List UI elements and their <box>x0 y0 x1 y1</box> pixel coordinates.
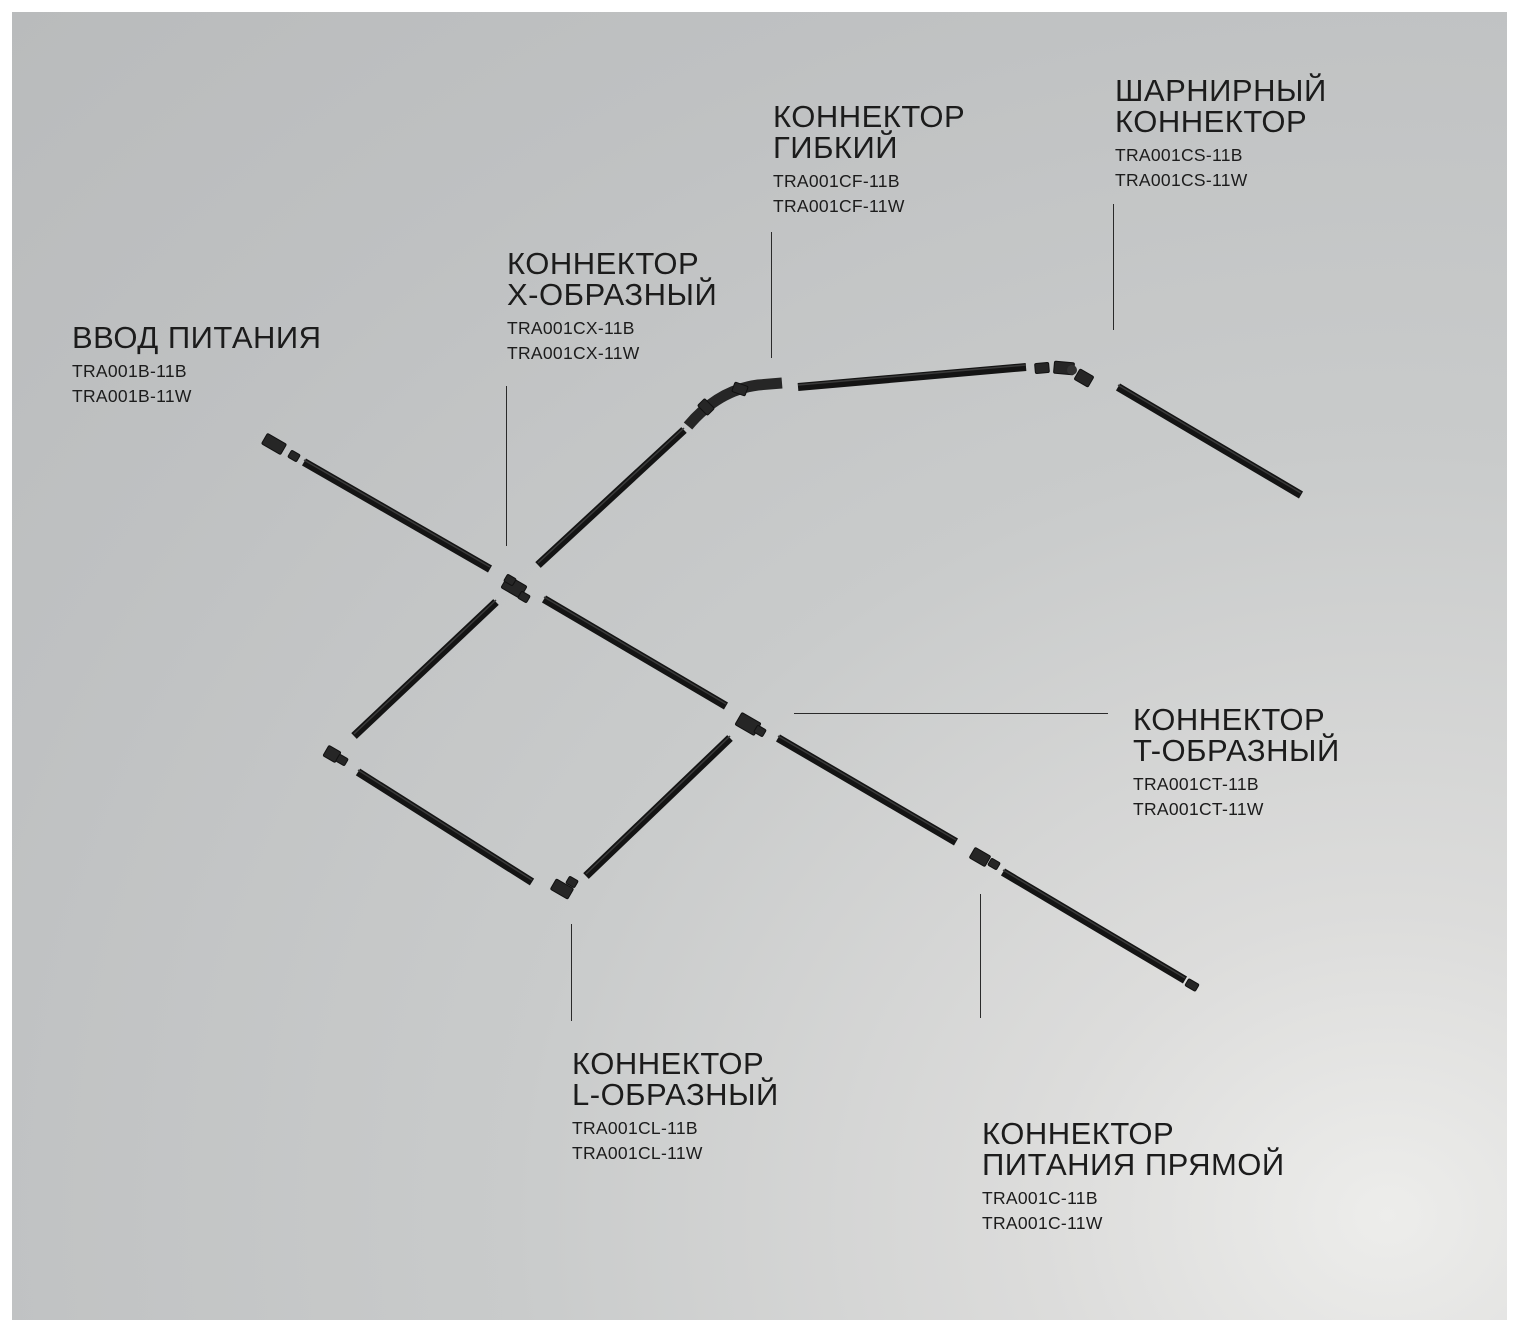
straight-power-connector <box>987 858 1001 870</box>
track-rail <box>355 768 535 886</box>
callout-title: КОННЕКТОР ПИТАНИЯ ПРЯМОЙ <box>982 1116 1285 1182</box>
track-rail <box>797 363 1027 391</box>
product-code-white: TRA001CX-11W <box>507 343 640 363</box>
leader-line-flex-connector <box>771 232 773 358</box>
leader-line-x-connector <box>506 386 508 546</box>
leader-line-straight-power-connector <box>980 894 982 1018</box>
t-connector <box>753 725 767 737</box>
callout-title: КОННЕКТОР X-ОБРАЗНЫЙ <box>507 246 718 312</box>
hinge-connector <box>1034 362 1050 374</box>
l-connector <box>335 754 349 766</box>
callout-title: КОННЕКТОР L-ОБРАЗНЫЙ <box>572 1046 779 1112</box>
track-rail <box>775 734 959 846</box>
l-connector <box>565 876 579 888</box>
callout-title: ШАРНИРНЫЙ КОННЕКТОР <box>1115 73 1327 139</box>
callout-straight-power-connector: КОННЕКТОР ПИТАНИЯ ПРЯМОЙ TRA001C-11B TRA… <box>982 1118 1285 1236</box>
callout-title: ВВОД ПИТАНИЯ <box>72 320 322 355</box>
l-connector <box>550 878 574 900</box>
product-code-black: TRA001CX-11B <box>507 318 635 338</box>
track-rail <box>1000 868 1188 984</box>
hinge-pivot <box>1067 365 1077 375</box>
track-rail <box>541 595 729 710</box>
track-system-scheme: ВВОД ПИТАНИЯ TRA001B-11B TRA001B-11W КОН… <box>12 12 1507 1320</box>
x-connector <box>517 591 531 603</box>
flex-connector <box>683 377 783 430</box>
end-cap <box>1184 978 1200 992</box>
x-connector <box>503 574 517 586</box>
callout-t-connector: КОННЕКТОР T-ОБРАЗНЫЙ TRA001CT-11B TRA001… <box>1133 704 1340 822</box>
product-code-black: TRA001C-11B <box>982 1188 1098 1208</box>
product-code-white: TRA001CL-11W <box>572 1143 703 1163</box>
product-code-white: TRA001B-11W <box>72 386 192 406</box>
track-rail <box>583 735 733 879</box>
callout-x-connector: КОННЕКТОР X-ОБРАЗНЫЙ TRA001CX-11B TRA001… <box>507 248 717 366</box>
callout-title: КОННЕКТОР ГИБКИЙ <box>773 99 966 165</box>
power-input-connector <box>261 433 287 455</box>
flex-connector-joint <box>731 381 749 397</box>
track-layout-drawing <box>261 360 1304 992</box>
product-code-black: TRA001CL-11B <box>572 1118 698 1138</box>
product-code-black: TRA001CS-11B <box>1115 145 1243 165</box>
leader-line-hinge-connector <box>1113 204 1115 330</box>
product-code-white: TRA001CF-11W <box>773 196 905 216</box>
callout-hinge-connector: ШАРНИРНЫЙ КОННЕКТОР TRA001CS-11B TRA001C… <box>1115 75 1327 193</box>
straight-power-connector <box>969 847 991 867</box>
flex-connector-joint <box>697 398 715 416</box>
track-rail <box>302 458 492 573</box>
track-rail <box>535 427 687 568</box>
hinge-connector <box>1074 368 1094 388</box>
callout-title: КОННЕКТОР T-ОБРАЗНЫЙ <box>1133 702 1340 768</box>
callout-l-connector: КОННЕКТОР L-ОБРАЗНЫЙ TRA001CL-11B TRA001… <box>572 1048 779 1166</box>
track-rail <box>351 599 499 739</box>
track-rail <box>1115 383 1304 499</box>
product-code-black: TRA001B-11B <box>72 361 187 381</box>
callout-power-input: ВВОД ПИТАНИЯ TRA001B-11B TRA001B-11W <box>72 322 322 409</box>
product-code-white: TRA001CT-11W <box>1133 799 1264 819</box>
leader-line-t-connector <box>794 713 1108 715</box>
power-input-connector <box>287 450 301 462</box>
leader-line-l-connector <box>571 924 573 1021</box>
product-code-white: TRA001CS-11W <box>1115 170 1248 190</box>
product-code-black: TRA001CF-11B <box>773 171 900 191</box>
product-code-white: TRA001C-11W <box>982 1213 1103 1233</box>
product-code-black: TRA001CT-11B <box>1133 774 1259 794</box>
callout-flex-connector: КОННЕКТОР ГИБКИЙ TRA001CF-11B TRA001CF-1… <box>773 101 965 219</box>
